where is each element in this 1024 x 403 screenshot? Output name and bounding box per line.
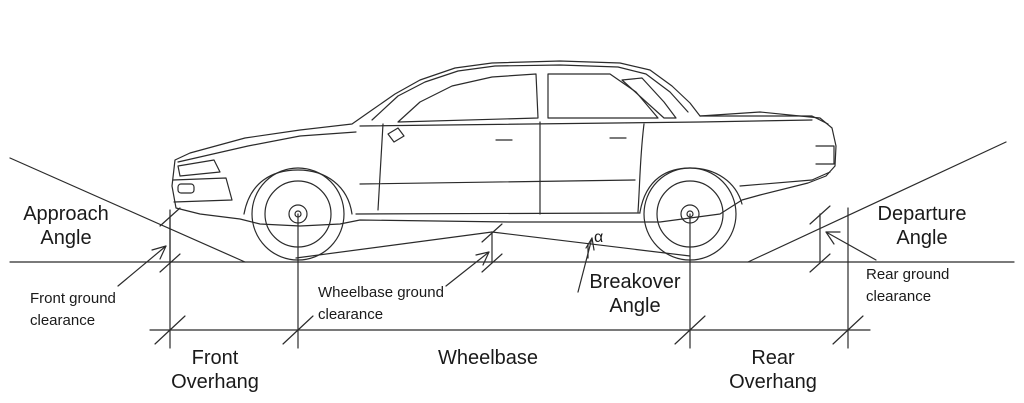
breakover-line-front xyxy=(295,231,493,259)
front-ground-clearance-line-1: Front ground xyxy=(30,290,116,307)
belt-line xyxy=(359,119,813,127)
trunk-line xyxy=(699,115,829,125)
approach-angle-line xyxy=(9,157,246,263)
approach-angle-line-1: Approach xyxy=(23,203,109,225)
front-clearance-tick-top xyxy=(159,207,181,227)
rear-window xyxy=(547,73,659,119)
front-ground-clearance-line-2: clearance xyxy=(30,312,96,329)
roof-line xyxy=(371,64,689,121)
breakover-angle-label: Breakover Angle xyxy=(580,270,690,318)
rear-overhang-line-2: Overhang xyxy=(729,371,817,393)
rear-overhang-line-1: Rear xyxy=(751,347,795,369)
side-mirror xyxy=(387,127,405,143)
hood-crease xyxy=(177,131,357,163)
rear-overhang-label: Rear Overhang xyxy=(718,346,828,394)
front-wheel-arch xyxy=(243,169,353,215)
rear-ground-clearance-line-2: clearance xyxy=(866,288,932,305)
dim-tick-front-bumper xyxy=(154,315,186,345)
wheelbase-label: Wheelbase xyxy=(437,347,539,369)
sedan-side-view-icon xyxy=(171,60,837,227)
approach-angle-label: Approach Angle xyxy=(14,202,118,250)
breakover-angle-line-1: Breakover xyxy=(589,271,681,293)
dim-tick-front-axle xyxy=(282,315,314,345)
rear-ground-clearance-label: Rear ground clearance xyxy=(866,266,949,306)
alpha-symbol: α xyxy=(594,229,604,246)
rear-ground-clearance-line-1: Rear ground xyxy=(866,266,950,283)
departure-angle-line-2: Angle xyxy=(896,227,948,249)
departure-angle-label: Departure Angle xyxy=(862,202,982,250)
front-overhang-line-1: Front xyxy=(191,347,239,369)
front-overhang-label: Front Overhang xyxy=(160,346,270,394)
rocker-line xyxy=(355,212,641,215)
rear-clearance-tick-bottom xyxy=(809,253,831,273)
wheelbase-clearance-tick-bottom xyxy=(481,253,503,273)
rear-door-rear-edge xyxy=(637,123,645,213)
fog-light xyxy=(177,183,195,194)
front-ground-clearance-label: Front ground clearance xyxy=(30,290,116,330)
front-overhang-line-2: Overhang xyxy=(171,371,259,393)
wheelbase-ground-clearance-line-2: clearance xyxy=(318,306,384,323)
approach-angle-line-2: Angle xyxy=(40,227,92,249)
front-clearance-tick-bottom xyxy=(159,253,181,273)
departure-angle-line-1: Departure xyxy=(877,203,967,225)
front-clearance-arrow xyxy=(117,245,167,287)
rear-clearance-arrow xyxy=(825,231,877,261)
departure-angle-line xyxy=(747,141,1007,263)
side-trim xyxy=(359,179,636,185)
dim-tick-rear-axle xyxy=(674,315,706,345)
front-window xyxy=(397,73,539,123)
wheelbase-ground-clearance-line-1: Wheelbase ground xyxy=(318,284,444,301)
wheelbase-clearance-tick-top xyxy=(481,223,503,243)
dim-tick-rear-bumper xyxy=(832,315,864,345)
breakover-angle-line-2: Angle xyxy=(609,295,661,317)
front-door-line xyxy=(377,123,384,211)
tail-light xyxy=(815,145,835,165)
wheelbase-clearance-arrow xyxy=(445,251,490,287)
rear-bumper xyxy=(739,171,831,187)
car-body-outline xyxy=(171,60,837,227)
rear-clearance-tick-top xyxy=(809,205,831,225)
headlight xyxy=(177,159,221,177)
quarter-window xyxy=(621,77,677,119)
front-bumper xyxy=(172,177,233,203)
wheelbase-ground-clearance-label: Wheelbase ground clearance xyxy=(318,284,444,324)
